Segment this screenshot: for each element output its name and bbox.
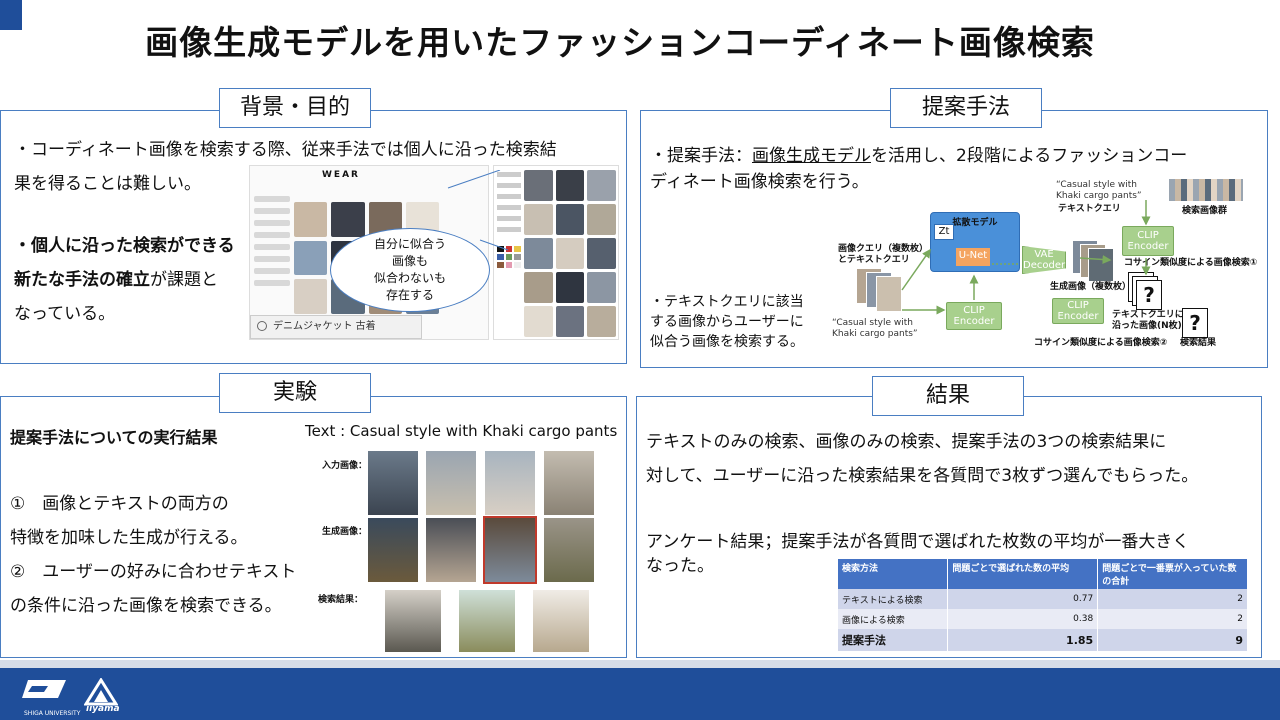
corner-mark (0, 0, 22, 30)
method-side1: ・テキストクエリに該当 (650, 294, 804, 310)
text-match-label: テキストクエリに沿った画像(N枚) (1112, 310, 1184, 331)
table-cell: 9 (1097, 629, 1248, 651)
gen-photo-1 (368, 518, 418, 582)
gen-images-label: 生成画像（複数枚） (1050, 282, 1132, 292)
unet-box: U-Net (956, 248, 990, 266)
image-query-label: 画像クエリ（複数枚）とテキストクエリ (838, 244, 929, 265)
background-line4: 新たな手法の確立が課題と (14, 270, 218, 290)
wear2-sidebar (497, 172, 521, 238)
method-side2: する画像からユーザーに (650, 314, 804, 330)
cos2-label: コサイン類似度による画像検索② (1034, 338, 1168, 348)
table-row: テキストによる検索 0.77 2 (838, 589, 1248, 609)
experiment-item1b: 特徴を加味した生成が行える。 (10, 528, 248, 548)
color-swatches (497, 246, 521, 268)
search-input[interactable]: デニムジャケット 古着 (250, 315, 422, 339)
experiment-item2a: ② ユーザーの好みに合わせテキスト (10, 562, 297, 582)
footer-bar (0, 668, 1280, 720)
results-line4: なった。 (646, 556, 714, 576)
experiment-heading: 提案手法についての実行結果 (10, 428, 218, 447)
lab-logo-icon (84, 678, 118, 706)
row-label-result: 検索結果： (318, 595, 364, 605)
table-cell: 1.85 (947, 629, 1099, 651)
table-header: 問題ごとで一番票が入っていた数の合計 (1097, 559, 1248, 589)
row-label-gen: 生成画像： (322, 527, 368, 537)
search-icon (257, 321, 267, 331)
background-label: 背景・目的 (219, 88, 371, 128)
diagram-arrows (901, 200, 1151, 315)
table-cell: 提案手法 (838, 629, 949, 651)
background-line3: ・個人に沿った検索ができる (14, 236, 235, 256)
university-logo-icon (22, 680, 66, 698)
clip-encoder-top: CLIP Encoder (1122, 226, 1174, 256)
table-cell: 0.38 (947, 609, 1099, 629)
experiment-item2b: の条件に沿った画像を検索できる。 (10, 596, 282, 616)
background-line5: なっている。 (14, 304, 116, 324)
footer-stripe (0, 660, 1280, 668)
table-cell: 2 (1097, 589, 1248, 609)
experiment-caption: Text : Casual style with Khaki cargo pan… (305, 422, 618, 440)
table-cell: 0.77 (947, 589, 1099, 609)
table-header-row: 検索方法 問題ごとで選ばれた数の平均 問題ごとで一番票が入っていた数の合計 (838, 559, 1248, 589)
results-line2: 対して、ユーザーに沿った検索結果を各質問で3枚ずつ選んでもらった。 (646, 466, 1199, 486)
gen-photo-3 (483, 516, 537, 584)
zt-box: Zt (934, 224, 954, 240)
wear-logo: WEAR (322, 170, 360, 180)
result-photo-3 (533, 590, 589, 652)
gen-photo-4 (544, 518, 594, 582)
results-label: 結果 (872, 376, 1024, 416)
method-label: 提案手法 (890, 88, 1042, 128)
lab-name: iiyama (86, 704, 120, 714)
table-cell: 2 (1097, 609, 1248, 629)
method-line2: ディネート画像検索を行う。 (650, 172, 869, 192)
table-header: 検索方法 (838, 559, 949, 589)
cos1-label: コサイン類似度による画像検索① (1124, 258, 1258, 268)
university-name: SHIGA UNIVERSITY (24, 710, 81, 717)
final-result-box: ? (1182, 308, 1208, 338)
query-image-3 (876, 276, 902, 312)
background-line2: 果を得ることは難しい。 (14, 174, 201, 194)
result-set-3: ? (1136, 280, 1162, 310)
result-label: 検索結果 (1180, 338, 1217, 348)
search-group-label: 検索画像群 (1182, 206, 1228, 216)
gen-image-3 (1088, 248, 1114, 282)
method-side3: 似合う画像を検索する。 (650, 334, 804, 350)
background-line1: ・コーディネート画像を検索する際、従来手法では個人に沿った検索結 (14, 140, 557, 160)
search-image-strip (1168, 178, 1244, 202)
table-row: 提案手法 1.85 9 (838, 629, 1248, 651)
gen-photo-2 (426, 518, 476, 582)
results-table: 検索方法 問題ごとで選ばれた数の平均 問題ごとで一番票が入っていた数の合計 テキ… (838, 559, 1248, 651)
wear2-image-grid (524, 170, 616, 337)
input-photo-2 (426, 451, 476, 515)
input-photo-3 (485, 451, 535, 515)
experiment-label: 実験 (219, 373, 371, 413)
results-line1: テキストのみの検索、画像のみの検索、提案手法の3つの検索結果に (646, 432, 1167, 452)
table-row: 画像による検索 0.38 2 (838, 609, 1248, 629)
row-label-input: 入力画像： (322, 461, 368, 471)
table-cell: テキストによる検索 (838, 589, 949, 609)
clip-encoder-right: CLIP Encoder (1052, 298, 1104, 324)
input-photo-1 (368, 451, 418, 515)
table-cell: 画像による検索 (838, 609, 949, 629)
result-photo-1 (385, 590, 441, 652)
wear-screenshot-2 (493, 165, 619, 340)
results-line3: アンケート結果；提案手法が各質問で選ばれた枚数の平均が一番大きく (646, 532, 1190, 552)
text-query-label: テキストクエリ (1058, 204, 1121, 214)
bubble-pointer-lines (447, 170, 509, 251)
method-line1: ・提案手法：画像生成モデルを活用し、2段階によるファッションコー (650, 146, 1188, 166)
table-header: 問題ごとで選ばれた数の平均 (947, 559, 1099, 589)
clip-encoder-bottom: CLIP Encoder (946, 302, 1002, 330)
input-photo-4 (544, 451, 594, 515)
wear-sidebar (254, 196, 290, 306)
speech-bubble: 自分に似合う 画像も 似合わないも 存在する (330, 228, 490, 312)
experiment-item1a: ① 画像とテキストの両方の (10, 494, 229, 514)
result-photo-2 (459, 590, 515, 652)
page-title: 画像生成モデルを用いたファッションコーディネート画像検索 (145, 23, 1095, 62)
